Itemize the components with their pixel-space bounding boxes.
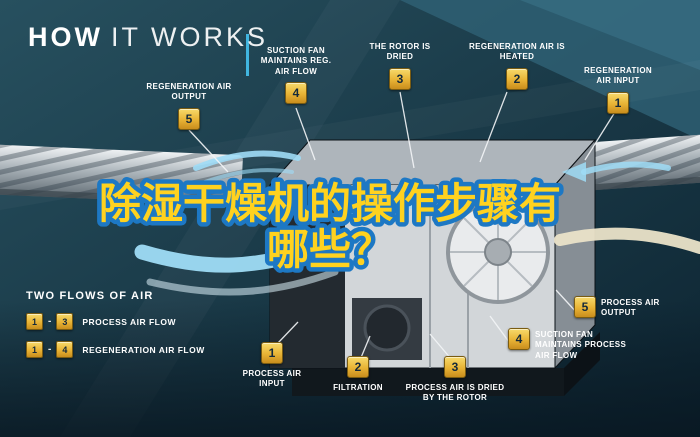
step-badge: 4: [56, 341, 74, 358]
step-badge: 5: [574, 296, 596, 318]
step-badge: 3: [56, 313, 74, 330]
label-regeneration-air-input: REGENERATION AIR INPUT 1: [579, 66, 657, 114]
label-text: FILTRATION: [333, 383, 383, 392]
step-badge: 3: [444, 356, 466, 378]
label-text: PROCESS AIR INPUT: [242, 369, 302, 389]
legend-heading: TWO FLOWS OF AIR: [26, 290, 154, 302]
accent-bar: [246, 34, 249, 76]
title-bold: HOW: [28, 22, 103, 52]
airflow-arrows: [134, 150, 700, 296]
legend-separator: -: [48, 316, 52, 327]
step-badge: 1: [26, 341, 43, 358]
step-badge: 1: [607, 91, 629, 114]
label-suction-fan-reg-air: SUCTION FAN MAINTAINS REG. AIR FLOW 4: [254, 46, 338, 105]
label-process-air-dried-by-rotor: 3 PROCESS AIR IS DRIED BY THE ROTOR: [399, 356, 511, 404]
legend-item-process-air-flow: 1 - 3 PROCESS AIR FLOW: [26, 313, 205, 330]
label-text: PROCESS AIR IS DRIED BY THE ROTOR: [405, 383, 505, 403]
label-text: REGENERATION AIR OUTPUT: [146, 82, 232, 102]
legend-separator: -: [48, 344, 52, 355]
label-text: THE ROTOR IS DRIED: [369, 42, 431, 62]
label-rotor-is-dried: THE ROTOR IS DRIED 3: [365, 42, 435, 90]
legend-two-flows: TWO FLOWS OF AIR 1 - 3 PROCESS AIR FLOW …: [26, 290, 205, 358]
step-badge: 2: [506, 67, 528, 90]
label-text: SUCTION FAN MAINTAINS REG. AIR FLOW: [260, 46, 332, 76]
step-badge: 1: [26, 313, 43, 330]
step-badge: 4: [285, 82, 307, 105]
step-badge: 1: [261, 342, 283, 364]
label-text: PROCESS AIR OUTPUT: [601, 298, 660, 318]
legend-item-regeneration-air-flow: 1 - 4 REGENERATION AIR FLOW: [26, 341, 205, 358]
label-text: REGENERATION AIR INPUT: [583, 66, 653, 86]
step-badge: 4: [508, 328, 530, 350]
step-badge: 2: [347, 356, 369, 378]
legend-label: PROCESS AIR FLOW: [82, 316, 176, 327]
left-air-duct: [0, 144, 243, 206]
label-filtration: 2 FILTRATION: [323, 356, 393, 393]
dehumidifier-machine: [268, 138, 600, 396]
label-regeneration-air-output: REGENERATION AIR OUTPUT 5: [133, 82, 245, 130]
step-badge: 3: [389, 67, 411, 90]
label-suction-fan-process-air: 4 SUCTION FAN MAINTAINS PROCESS AIR FLOW: [508, 328, 634, 361]
label-process-air-output: 5 PROCESS AIR OUTPUT: [574, 296, 674, 319]
label-text: REGENERATION AIR IS HEATED: [469, 42, 565, 62]
label-regeneration-air-heated: REGENERATION AIR IS HEATED 2: [461, 42, 573, 90]
label-process-air-input: 1 PROCESS AIR INPUT: [239, 342, 305, 390]
legend-label: REGENERATION AIR FLOW: [82, 344, 205, 355]
step-badge: 5: [178, 107, 200, 130]
connector-lines: [188, 91, 616, 361]
title-light: IT WORKS: [110, 22, 268, 52]
label-text: SUCTION FAN MAINTAINS PROCESS AIR FLOW: [535, 330, 627, 360]
